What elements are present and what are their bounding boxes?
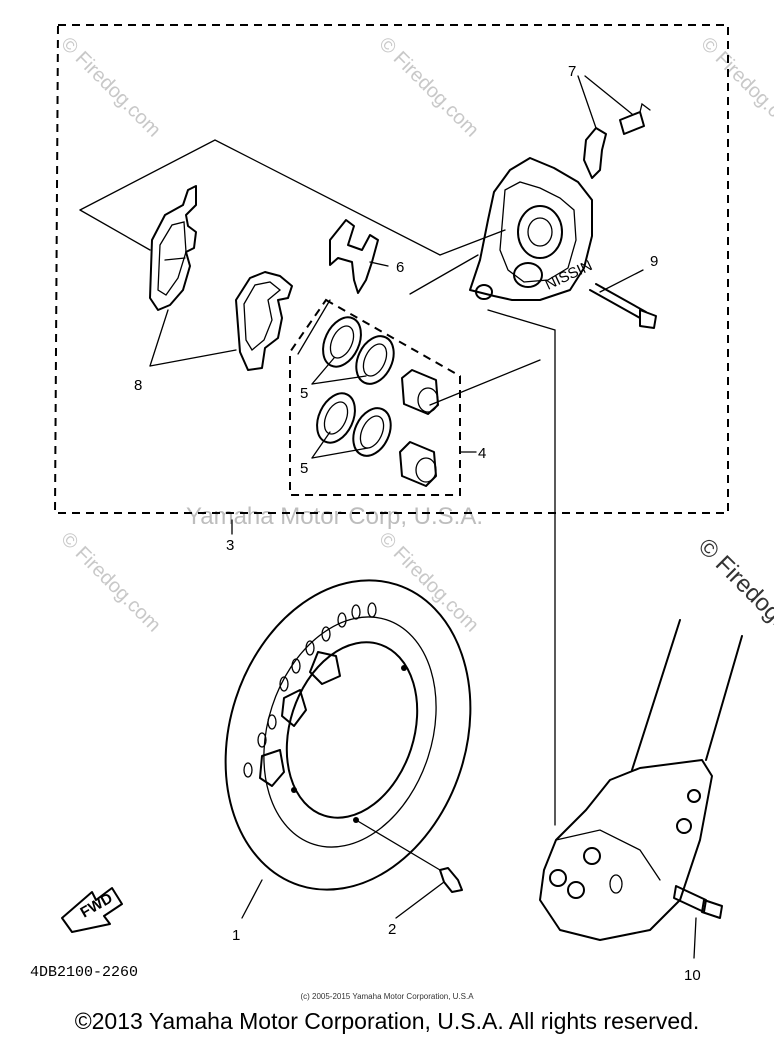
part-code: 4DB2100-2260 <box>30 964 138 981</box>
callout-5b: 5 <box>300 460 308 477</box>
callout-4: 4 <box>478 445 486 462</box>
watermark-firedog: © Firedog.com <box>693 533 774 664</box>
caliper-assembly-boundary <box>53 24 729 514</box>
watermark-firedog: © Firedog.com <box>374 33 483 142</box>
callout-2: 2 <box>388 921 396 938</box>
callout-7: 7 <box>568 63 576 80</box>
axle-bolt <box>673 885 723 919</box>
forward-direction-arrow: FWD <box>61 887 123 933</box>
bleed-screw <box>583 102 651 179</box>
caliper-bolt <box>589 283 657 329</box>
disc-screw <box>355 819 463 893</box>
brake-disc <box>224 579 472 891</box>
callout-5a: 5 <box>300 385 308 402</box>
callout-9: 9 <box>650 253 658 270</box>
watermark-center: Yamaha Motor Corp, U.S.A. <box>186 503 483 530</box>
callout-labels: 7 9 6 8 5 5 4 3 1 2 10 <box>134 63 701 984</box>
leader-lines <box>149 75 697 959</box>
fwd-label: FWD <box>78 890 116 922</box>
watermark-firedog: © Firedog.com <box>56 528 165 637</box>
callout-6: 6 <box>396 259 404 276</box>
callout-10: 10 <box>684 967 701 984</box>
brake-pad-inner <box>149 185 197 311</box>
brake-caliper-body: NISSIN <box>469 157 596 301</box>
fine-print: (c) 2005-2015 Yamaha Motor Corporation, … <box>300 992 474 1001</box>
copyright-notice: ©2013 Yamaha Motor Corporation, U.S.A. A… <box>74 1008 700 1034</box>
callout-8: 8 <box>134 377 142 394</box>
explode-lines <box>79 139 556 826</box>
front-fork-leg <box>539 619 743 941</box>
caliper-pistons <box>399 369 439 487</box>
callout-3: 3 <box>226 537 234 554</box>
seal-kit-boundary <box>289 298 461 496</box>
watermark-firedog: © Firedog.com <box>696 33 774 142</box>
piston-seal-kit <box>316 316 395 457</box>
watermark-firedog: © Firedog.com <box>56 33 165 142</box>
callout-1: 1 <box>232 927 240 944</box>
svg-text:NISSIN: NISSIN <box>543 257 596 294</box>
watermark-layer: © Firedog.com © Firedog.com © Firedog.co… <box>56 33 774 664</box>
brake-pad-outer <box>235 271 293 371</box>
pad-spring <box>329 219 379 294</box>
